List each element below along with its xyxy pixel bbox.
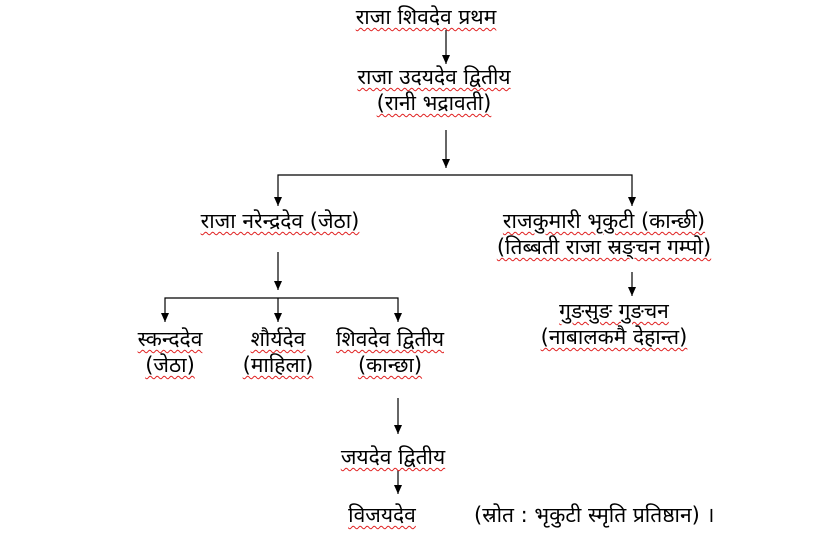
node-bhrikuti: राजकुमारी भृकुटी (कान्छी) (तिब्बती राजा … bbox=[497, 208, 711, 260]
source-note: (स्रोत : भृकुटी स्मृति प्रतिष्ठान) । bbox=[474, 502, 714, 528]
node-name: राजा उदयदेव द्वितीय bbox=[357, 65, 511, 89]
source-note-text: (स्रोत : भृकुटी स्मृति प्रतिष्ठान) । bbox=[474, 503, 715, 527]
node-name: जयदेव द्वितीय bbox=[340, 445, 446, 469]
node-note: (कान्छा) bbox=[357, 353, 423, 377]
node-udayadeva-2: राजा उदयदेव द्वितीय (रानी भद्रावती) bbox=[357, 64, 510, 116]
node-name: राजा नरेन्द्रदेव (जेठा) bbox=[200, 209, 360, 233]
node-name: शिवदेव द्वितीय bbox=[336, 327, 444, 351]
node-shivadeva-1: राजा शिवदेव प्रथम bbox=[356, 4, 497, 30]
node-note: (तिब्बती राजा स्रङ्चन गम्पो) bbox=[496, 235, 712, 259]
node-name: विजयदेव bbox=[348, 503, 416, 527]
node-name: गुङसुङ गुङचन bbox=[559, 299, 669, 323]
node-shauryadeva: शौर्यदेव (माहिला) bbox=[243, 326, 314, 378]
node-name: स्कन्ददेव bbox=[137, 327, 203, 351]
node-name: शौर्यदेव bbox=[250, 327, 306, 351]
node-skandadeva: स्कन्ददेव (जेठा) bbox=[138, 326, 203, 378]
node-shivadeva-2: शिवदेव द्वितीय (कान्छा) bbox=[336, 326, 444, 378]
node-note: (नाबालकमै देहान्त) bbox=[540, 325, 688, 349]
node-name: राजकुमारी भृकुटी (कान्छी) bbox=[502, 209, 706, 233]
node-jayadeva-2: जयदेव द्वितीय bbox=[341, 444, 445, 470]
node-note: (माहिला) bbox=[242, 353, 314, 377]
node-note: (रानी भद्रावती) bbox=[376, 91, 492, 115]
node-name: राजा शिवदेव प्रथम bbox=[355, 5, 497, 29]
node-narendradeva: राजा नरेन्द्रदेव (जेठा) bbox=[201, 208, 360, 234]
node-gungsung: गुङसुङ गुङचन (नाबालकमै देहान्त) bbox=[541, 298, 688, 350]
node-vijayadeva: विजयदेव bbox=[348, 502, 416, 528]
connector-narendradeva-branch-bar bbox=[164, 297, 399, 320]
connector-udayadeva2-branch-bar bbox=[277, 174, 633, 204]
node-note: (जेठा) bbox=[145, 353, 195, 377]
